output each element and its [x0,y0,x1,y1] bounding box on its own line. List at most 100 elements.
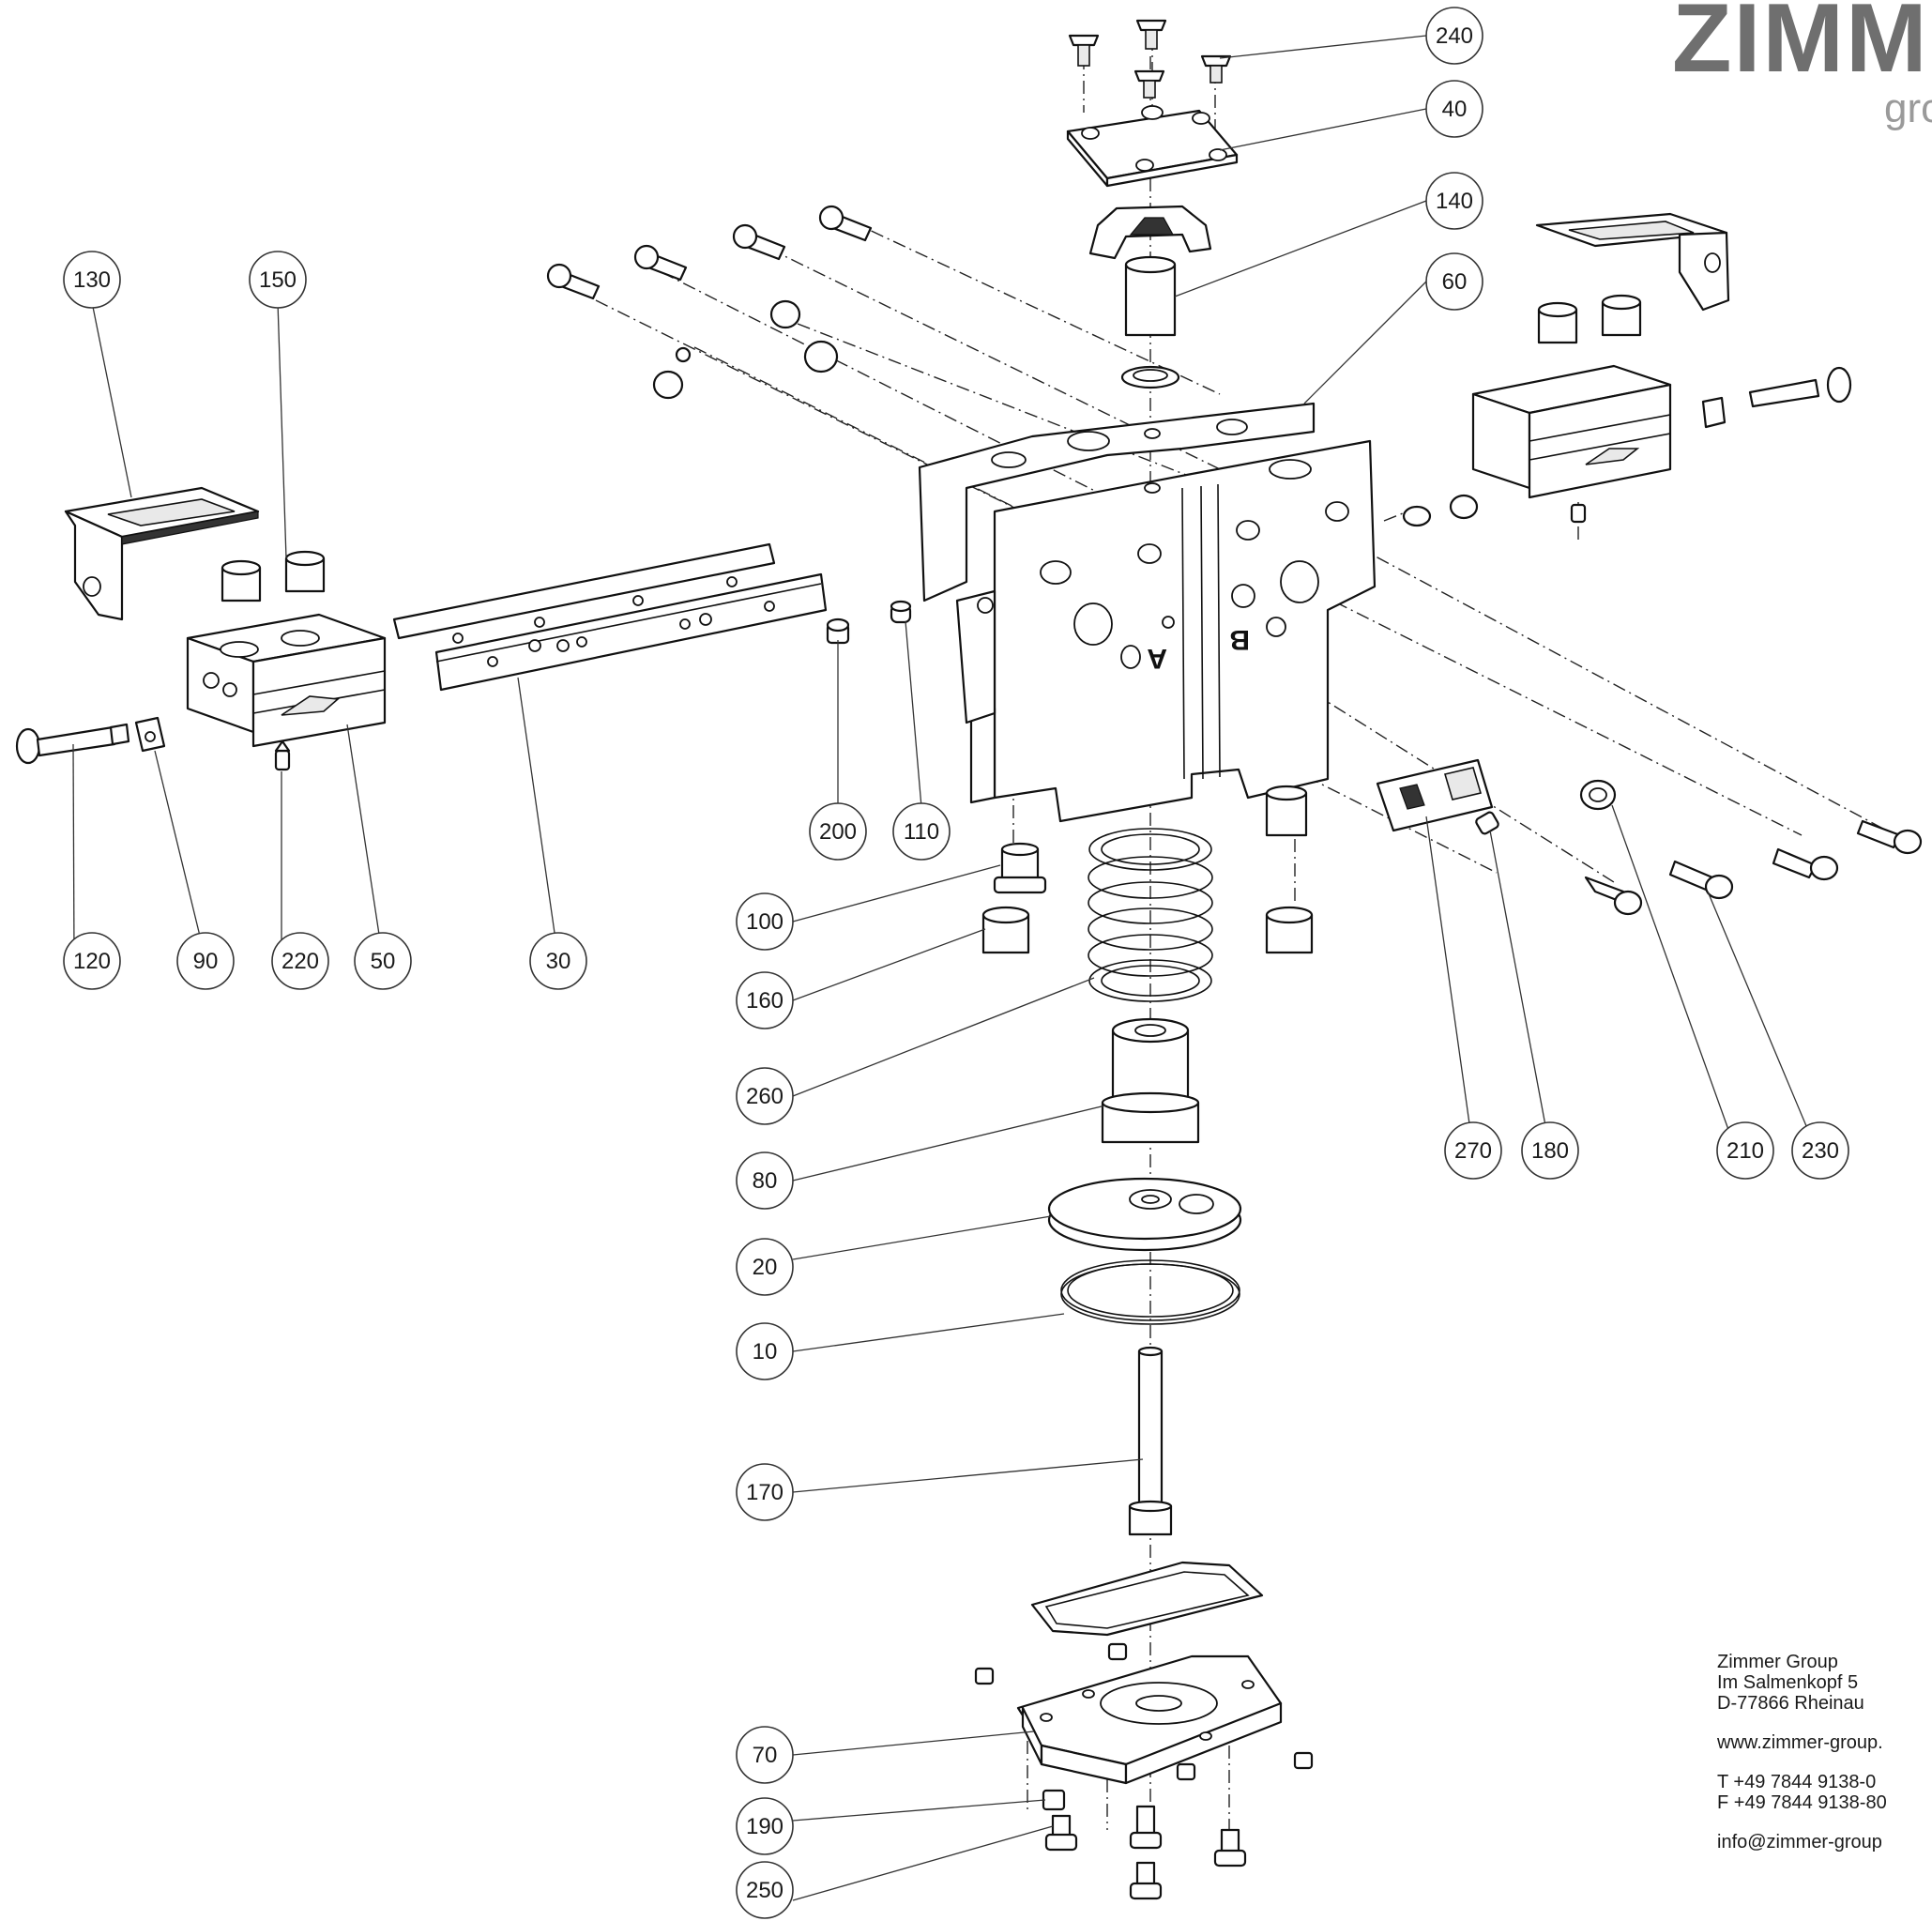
part-150-bushings [221,550,326,602]
part-90-slider [134,716,166,753]
part-40-cover-plate [1066,105,1239,188]
part-140-wedge-hook [1088,205,1212,389]
callout-90: 90 [176,932,235,990]
callout-150-label: 150 [259,267,297,293]
callout-70: 70 [736,1726,794,1784]
callout-160: 160 [736,971,794,1029]
address-fax: F +49 7844 9138-80 [1717,1792,1887,1813]
callout-250-label: 250 [746,1878,783,1903]
callout-100-label: 100 [746,909,783,935]
callout-180: 180 [1521,1121,1579,1180]
callout-230: 230 [1791,1121,1849,1180]
callout-200-label: 200 [819,819,857,845]
callout-240: 240 [1425,7,1483,65]
address-phone: T +49 7844 9138-0 [1717,1772,1877,1792]
callout-10: 10 [736,1322,794,1380]
part-270-type-plate [1376,758,1494,832]
callout-40-label: 40 [1442,97,1468,122]
part-50-left-jaw [186,613,387,748]
callout-160-label: 160 [746,988,783,1014]
part-240-screws [1068,19,1232,99]
callout-240-label: 240 [1436,23,1473,49]
right-bushings [1265,785,1314,954]
company-address-block: Zimmer Group Im Salmenkopf 5 D-77866 Rhe… [1717,1652,1932,1852]
callout-40: 40 [1425,80,1483,138]
part-10-seal-ring [1060,1259,1240,1325]
part-170-rod [1128,1346,1173,1536]
part-120-bolt [15,723,130,765]
port-label-a: A [1147,643,1167,674]
callout-210-label: 210 [1727,1138,1764,1164]
callout-200: 200 [809,802,867,861]
callout-130-label: 130 [73,267,111,293]
address-web[interactable]: www.zimmer-group. [1717,1732,1883,1753]
callout-80-label: 80 [753,1168,778,1194]
callout-30: 30 [529,932,587,990]
callout-50: 50 [354,932,412,990]
callout-120-label: 120 [73,949,111,974]
gasket [1030,1561,1264,1637]
callout-60-label: 60 [1442,269,1468,295]
callout-130: 130 [63,251,121,309]
part-190-nut [1042,1789,1066,1811]
callout-220: 220 [271,932,329,990]
housing-bolts [546,205,873,400]
callout-50-label: 50 [371,949,396,974]
right-jaw-assembly [1402,212,1852,527]
address-email[interactable]: info@zimmer-group [1717,1832,1882,1852]
part-60-housing: A B [918,402,1377,823]
callout-10-label: 10 [753,1339,778,1365]
callout-270: 270 [1444,1121,1502,1180]
brand-subtitle: grc [1884,85,1932,131]
callout-110-label: 110 [904,819,939,845]
callout-190-label: 190 [746,1814,783,1839]
callout-250: 250 [736,1861,794,1919]
brand-name: ZIMME [1672,0,1932,93]
callout-190: 190 [736,1797,794,1855]
callout-180-label: 180 [1531,1138,1569,1164]
part-70-base-plate [1016,1654,1283,1785]
callout-210: 210 [1716,1121,1774,1180]
callout-260-label: 260 [746,1084,783,1109]
callout-30-label: 30 [546,949,571,974]
callout-80: 80 [736,1151,794,1210]
port-label-b: B [1229,624,1250,655]
part-30-guide-rail [392,542,828,692]
part-250-screws [1044,1805,1247,1900]
part-110-pin [890,600,912,624]
callout-260: 260 [736,1067,794,1125]
base-set-screws [974,1642,1314,1781]
callout-120: 120 [63,932,121,990]
address-city: D-77866 Rheinau [1717,1693,1864,1714]
callout-150: 150 [249,251,307,309]
part-210-nut [1579,779,1617,811]
leader-lines [72,35,1818,1901]
callout-270-label: 270 [1454,1138,1492,1164]
part-200-bushing [826,617,850,645]
callout-90-label: 90 [193,949,219,974]
part-100-guide-bushing [993,842,1047,894]
callout-170: 170 [736,1463,794,1521]
part-180-grub-screw [1475,811,1499,835]
part-260-spring [1088,828,1213,1002]
callout-20: 20 [736,1238,794,1296]
callout-110: 110 [892,802,951,861]
callout-230-label: 230 [1802,1138,1839,1164]
part-230-screws [1584,819,1923,916]
part-220-pin [274,739,291,771]
callout-100: 100 [736,892,794,951]
part-20-piston [1047,1177,1242,1252]
callout-20-label: 20 [753,1255,778,1280]
brand-logo: ZIMME grc [1672,0,1932,131]
part-130-left-cover [64,486,260,621]
callout-220-label: 220 [281,949,319,974]
address-company: Zimmer Group [1717,1652,1838,1672]
callout-140: 140 [1425,172,1483,230]
callout-140-label: 140 [1436,189,1473,214]
part-160-sleeve [981,906,1030,954]
callout-170-label: 170 [746,1480,783,1505]
part-80-piston-rod [1101,1017,1200,1144]
address-street: Im Salmenkopf 5 [1717,1672,1859,1693]
callout-60: 60 [1425,252,1483,311]
